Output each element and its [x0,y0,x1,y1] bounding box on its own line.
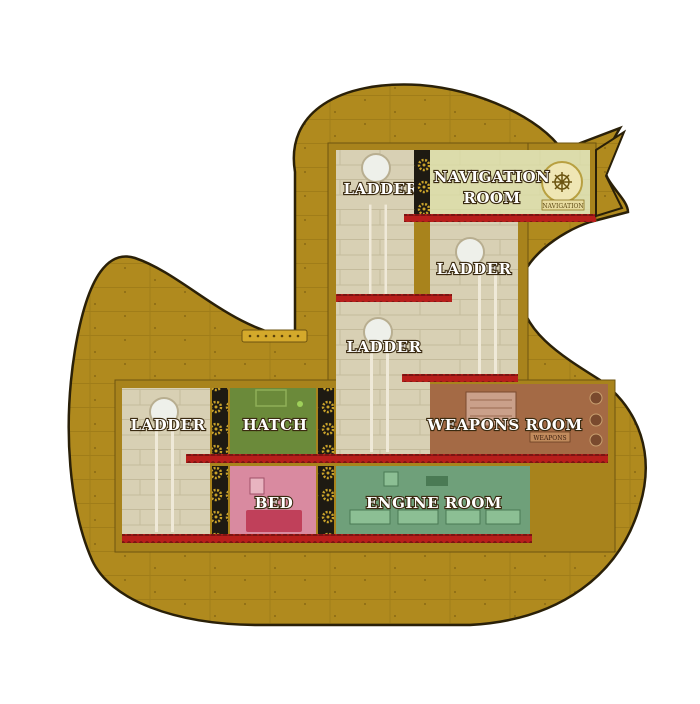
room-label: LADDER [436,260,511,278]
gear-column [318,466,334,534]
hatch-light-icon [297,401,303,407]
room-label: HATCH [243,416,308,434]
room-engine[interactable]: ENGINE ROOM [336,466,530,534]
room-hatch[interactable]: HATCH [230,388,316,454]
room-navigation[interactable]: NAVIGATION NAVIGATION ROOM [430,150,590,216]
room-label: NAVIGATION [434,168,551,186]
floor [186,454,608,463]
room-bed[interactable]: BED [230,466,316,534]
ships-wheel-icon [552,172,572,192]
gear-column [318,388,334,454]
floor [404,214,596,222]
room-label: LADDER [346,338,421,356]
room-ladder-top[interactable]: LADDER [336,150,419,315]
floor [402,374,518,382]
gear-column [212,388,228,454]
gear-column [414,150,430,216]
navigation-sign: NAVIGATION [542,203,583,210]
weapons-sign: WEAPONS [533,435,566,442]
room-label: LADDER [130,416,205,434]
room-label: BED [255,494,294,512]
floor [336,294,452,302]
room-weapons[interactable]: WEAPONS WEAPONS ROOM [425,384,608,454]
room-label: ENGINE ROOM [366,494,502,512]
duck-bill [595,129,627,218]
room-label-line2: ROOM [463,189,520,207]
gear-column [212,466,228,534]
room-label: LADDER [343,180,418,198]
floor [122,534,532,543]
room-label: WEAPONS ROOM [426,416,582,434]
